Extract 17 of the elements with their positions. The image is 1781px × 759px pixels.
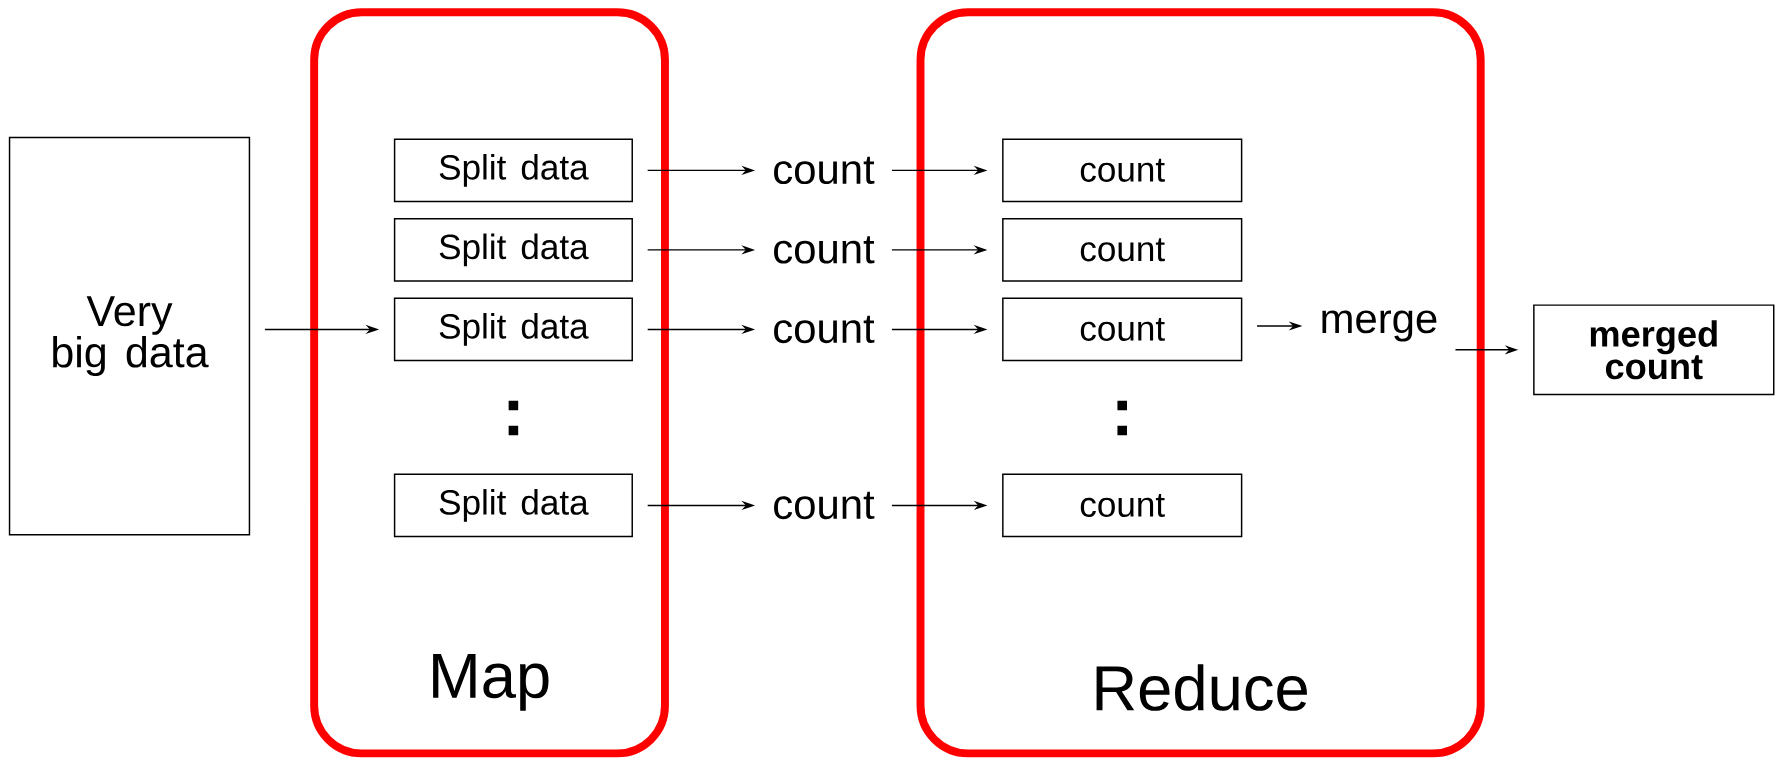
input-box: Very big data	[8, 137, 251, 536]
flow-text: count	[774, 236, 875, 264]
result-box: merged count	[1533, 304, 1775, 396]
process-box: Split data	[393, 218, 633, 282]
flow-text: count	[774, 156, 875, 185]
process-box: count	[1002, 218, 1243, 282]
process-box: Split data	[393, 297, 633, 362]
flow-text: count	[774, 491, 875, 520]
ellipsis-dots: :	[508, 400, 519, 436]
process-box: count	[1002, 297, 1243, 362]
process-box: count	[1002, 138, 1243, 203]
flow-text: count	[774, 315, 875, 344]
process-box: count	[1002, 473, 1243, 538]
process-box: Split data	[393, 138, 633, 203]
flow-text: merge	[1322, 310, 1437, 342]
ellipsis-dots: :	[1117, 400, 1127, 436]
process-box: Split data	[393, 473, 633, 538]
